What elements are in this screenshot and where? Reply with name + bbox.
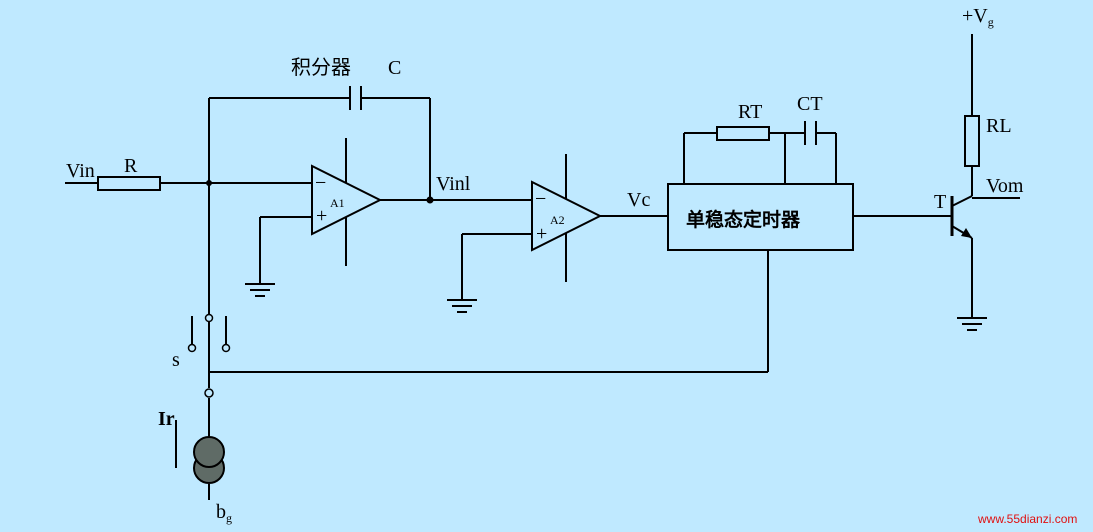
ground-symbol-a1 <box>245 283 275 297</box>
transistor-t-label: T <box>934 191 946 213</box>
junction-dot <box>206 180 212 186</box>
ground-symbol-t <box>957 317 987 331</box>
integrator-feedback <box>208 97 431 316</box>
supply-label: +Vg <box>962 5 994 29</box>
timer-label: 单稳态定时器 <box>686 208 801 231</box>
timer-feedback-wire <box>209 250 769 373</box>
a2-minus-label: − <box>535 188 546 210</box>
a2-plus-label: + <box>536 223 547 245</box>
capacitor-c <box>349 86 362 110</box>
vin-label: Vin <box>66 160 95 182</box>
switch-s <box>187 313 231 372</box>
a2-plus-ground-wire <box>461 233 532 300</box>
vc-label: Vc <box>627 189 650 211</box>
current-source-branch <box>175 372 210 500</box>
opamp-a2 <box>500 154 668 282</box>
resistor-rl-label: RL <box>986 115 1012 137</box>
integrator-label: 积分器 <box>291 55 351 79</box>
capacitor-ct-label: CT <box>797 93 823 115</box>
timing-network-wires <box>683 132 837 184</box>
resistor-r <box>97 176 161 191</box>
current-source-bg <box>193 436 225 484</box>
watermark: www.55dianzi.com <box>977 512 1077 526</box>
capacitor-ct <box>804 121 817 145</box>
a1-plus-label: + <box>316 205 327 227</box>
vom-label: Vom <box>986 175 1024 197</box>
junction-dot <box>426 196 434 204</box>
current-ir-label: Ir <box>158 408 175 430</box>
vin1-label: Vinl <box>436 173 471 195</box>
a1-minus-label: − <box>315 172 326 194</box>
a1-plus-ground-wire <box>259 216 312 284</box>
resistor-rt <box>716 126 770 141</box>
transistor-t <box>950 195 973 239</box>
resistor-rl <box>964 115 980 167</box>
capacitor-c-label: C <box>388 57 401 79</box>
a2-label: A2 <box>550 213 565 227</box>
a1-label: A1 <box>330 196 345 210</box>
opamp-a1 <box>311 138 500 266</box>
resistor-rt-label: RT <box>738 101 762 123</box>
ground-symbol-a2 <box>447 299 477 313</box>
switch-s-label: s <box>172 349 180 371</box>
collector-emitter-wires <box>971 34 1020 318</box>
resistor-r-label: R <box>124 155 138 177</box>
terminal-node <box>204 388 214 398</box>
current-source-label: bg <box>216 501 232 525</box>
